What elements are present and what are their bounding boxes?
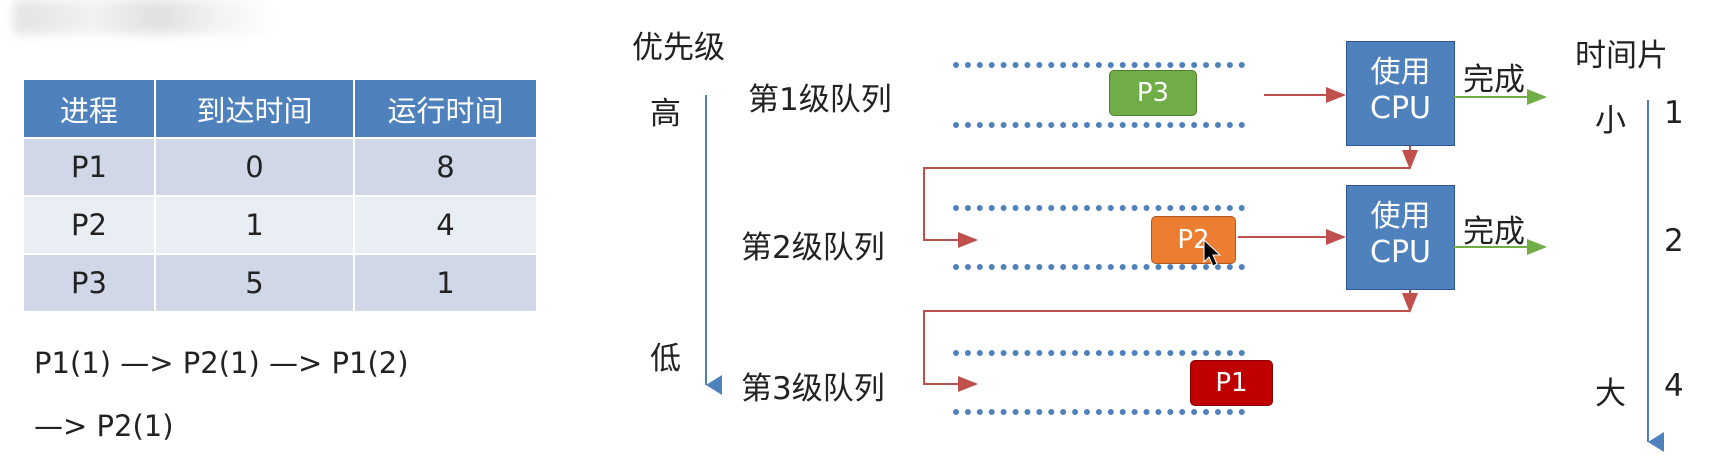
blurred-logo (14, 0, 276, 34)
timeslice-value-2: 2 (1664, 223, 1684, 259)
process-box-p2: P2 (1151, 216, 1236, 264)
table-cell-process: P3 (22, 253, 156, 313)
mouse-cursor-icon (1203, 238, 1222, 267)
cpu-box-2: 使用 CPU (1346, 185, 1455, 290)
done-label-1: 完成 (1463, 62, 1525, 98)
queue-label-1: 第1级队列 (748, 82, 892, 118)
timeslice-value-1: 1 (1664, 95, 1684, 131)
done-label-2: 完成 (1463, 214, 1525, 250)
table-header-runtime: 运行时间 (353, 78, 538, 139)
process-box-p1: P1 (1190, 360, 1273, 406)
table-row: P3 5 1 (22, 253, 538, 313)
timeslice-small-label: 小 (1595, 103, 1626, 139)
arrow-demote-to-queue3 (923, 310, 1410, 392)
queue-label-2: 第2级队列 (741, 230, 885, 266)
schedule-sequence-line2: —> P2(1) (34, 409, 174, 443)
process-table: 进程 到达时间 运行时间 P1 0 8 P2 1 4 P3 5 1 (22, 78, 538, 313)
cpu-box-2-line2: CPU (1370, 235, 1431, 270)
table-row: P2 1 4 (22, 195, 538, 255)
queue-1-bottom-border (953, 122, 1245, 128)
queue-3-top-border (953, 350, 1245, 356)
cpu-box-1-line1: 使用 (1370, 55, 1431, 90)
table-header-process: 进程 (22, 78, 156, 139)
table-header-arrival: 到达时间 (154, 78, 355, 139)
queue-1-top-border (953, 62, 1245, 68)
queue-label-3: 第3级队列 (741, 371, 885, 407)
process-box-p3: P3 (1109, 70, 1197, 116)
table-cell-arrival: 5 (154, 253, 355, 313)
queue-2-top-border (953, 205, 1245, 211)
table-cell-arrival: 1 (154, 195, 355, 255)
queue-3-bottom-border (953, 409, 1245, 415)
table-cell-runtime: 1 (353, 253, 538, 313)
priority-low-label: 低 (650, 341, 681, 377)
table-cell-runtime: 4 (353, 195, 538, 255)
table-header-row: 进程 到达时间 运行时间 (22, 78, 538, 139)
table-row: P1 0 8 (22, 137, 538, 197)
cpu-box-1: 使用 CPU (1346, 41, 1455, 146)
timeslice-title: 时间片 (1575, 38, 1668, 74)
arrow-demote-to-queue2 (923, 167, 1410, 248)
priority-title: 优先级 (632, 30, 725, 66)
table-cell-process: P1 (22, 137, 156, 197)
queue-2-bottom-border (953, 264, 1245, 270)
table-cell-process: P2 (22, 195, 156, 255)
table-cell-runtime: 8 (353, 137, 538, 197)
timeslice-value-3: 4 (1664, 368, 1684, 404)
timeslice-large-label: 大 (1595, 376, 1626, 412)
cpu-box-2-line1: 使用 (1370, 199, 1431, 234)
cpu-box-1-line2: CPU (1370, 91, 1431, 126)
table-cell-arrival: 0 (154, 137, 355, 197)
priority-high-label: 高 (650, 96, 681, 132)
schedule-sequence-line1: P1(1) —> P2(1) —> P1(2) (34, 346, 409, 380)
